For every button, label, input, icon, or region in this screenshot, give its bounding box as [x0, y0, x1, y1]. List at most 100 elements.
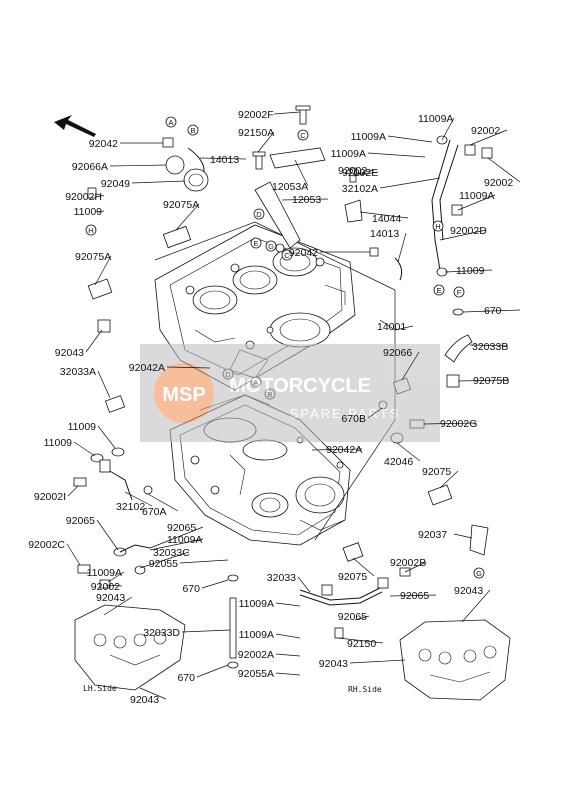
part-label-92075b: 92075B: [473, 375, 509, 387]
part-label-92043: 92043: [96, 592, 125, 604]
lh-side-cover: [74, 604, 186, 691]
leader-line: [352, 557, 375, 577]
part-label-92002f: 92002F: [238, 109, 274, 121]
part-label-92055a: 92055A: [238, 668, 274, 680]
part-label-32033c: 32033C: [153, 547, 190, 559]
part-label-11009: 11009: [74, 206, 103, 218]
part-label-92037: 92037: [418, 529, 447, 541]
part-label-11009: 11009: [44, 437, 73, 449]
leader-line: [453, 533, 473, 539]
leader-line: [175, 203, 200, 231]
rh-side-cover: [399, 619, 511, 701]
watermark-line2: SPARE PARTS: [290, 406, 401, 421]
part-label-92150: 92150: [347, 638, 376, 650]
part-label-92043: 92043: [454, 585, 483, 597]
part-label-11009a: 11009A: [418, 113, 453, 125]
front-direction-arrow-icon: [54, 115, 96, 137]
leader-line: [404, 561, 427, 573]
part-label-670: 670: [182, 583, 200, 595]
leader-line: [179, 559, 229, 564]
part-label-32102a: 32102A: [342, 183, 378, 195]
part-label-92066a: 92066A: [72, 161, 108, 173]
part-label-92075: 92075: [338, 571, 367, 583]
leader-line: [461, 589, 491, 623]
part-label-92065: 92065: [338, 611, 367, 623]
leader-line: [66, 543, 81, 566]
part-label-92075a: 92075A: [163, 199, 199, 211]
leader-line: [397, 232, 407, 263]
part-label-42046: 42046: [384, 456, 413, 468]
leader-line: [469, 129, 508, 146]
part-label-11009a: 11009A: [351, 131, 386, 143]
leader-line: [367, 152, 426, 158]
leader-line: [97, 425, 116, 449]
leader-line: [337, 637, 384, 644]
leader-line: [103, 596, 133, 616]
part-label-14013: 14013: [210, 154, 239, 166]
leader-line: [281, 198, 329, 201]
leader-line: [359, 211, 409, 219]
part-label-92002g: 92002G: [440, 418, 477, 430]
lh-side-label: LH.Side: [83, 684, 117, 693]
part-label-11009a: 11009A: [87, 567, 122, 579]
part-label-92002a: 92002A: [238, 649, 274, 661]
part-label-11009a: 11009A: [239, 598, 274, 610]
part-label-92002: 92002: [471, 125, 500, 137]
part-label-92055: 92055: [149, 558, 178, 570]
ref-letter-a: A: [168, 118, 173, 127]
ref-letter-c-2: C: [284, 251, 290, 260]
part-label-11009a: 11009A: [331, 148, 366, 160]
part-label-11009a: 11009A: [459, 190, 494, 202]
part-label-92042: 92042: [89, 138, 118, 150]
leader-line: [275, 602, 301, 607]
leader-line: [109, 164, 167, 167]
leader-line: [352, 169, 375, 176]
part-label-14013: 14013: [370, 228, 399, 240]
part-label-92002e: 92002E: [342, 167, 378, 179]
part-label-92002: 92002: [484, 177, 513, 189]
part-label-92002: 92002: [338, 165, 367, 177]
leader-line: [139, 687, 167, 700]
part-label-92065: 92065: [400, 590, 429, 602]
part-label-92043: 92043: [319, 658, 348, 670]
part-label-92042: 92042: [289, 247, 318, 259]
ref-letter-e: E: [253, 239, 258, 248]
part-label-12053a: 12053A: [272, 181, 308, 193]
leader-lines: [66, 111, 521, 700]
leader-line: [273, 111, 301, 115]
leader-line: [441, 117, 455, 141]
leader-line: [297, 576, 311, 593]
leader-line: [107, 571, 125, 583]
leader-line: [387, 135, 433, 143]
leader-line: [199, 157, 247, 160]
leader-line: [294, 159, 309, 187]
ref-letter-h-2: H: [435, 222, 440, 231]
part-label-11009: 11009: [456, 265, 485, 277]
leader-line: [95, 193, 105, 197]
ref-letter-b: B: [190, 126, 195, 135]
leader-line: [166, 366, 211, 369]
part-label-670a: 670A: [142, 506, 167, 518]
leader-line: [73, 441, 96, 457]
leader-line: [105, 584, 123, 587]
leader-line: [95, 210, 105, 213]
leader-line: [85, 329, 103, 353]
leader-line: [201, 579, 229, 589]
ref-letter-c: C: [300, 131, 306, 140]
part-label-92002b: 92002B: [390, 557, 426, 569]
leader-line: [149, 538, 204, 551]
part-label-92043: 92043: [55, 347, 84, 359]
leader-line: [96, 519, 119, 551]
leader-line: [147, 493, 179, 512]
part-label-32102: 32102: [116, 501, 145, 513]
leader-line: [275, 653, 301, 657]
part-label-92042a: 92042A: [129, 362, 165, 374]
ref-letter-e-2: E: [436, 286, 441, 295]
part-label-11009a: 11009A: [239, 629, 274, 641]
part-label-92042a: 92042A: [326, 444, 362, 456]
leader-line: [181, 629, 231, 633]
leader-line: [311, 448, 363, 451]
watermark-line1: MOTORCYCLE: [229, 375, 371, 397]
